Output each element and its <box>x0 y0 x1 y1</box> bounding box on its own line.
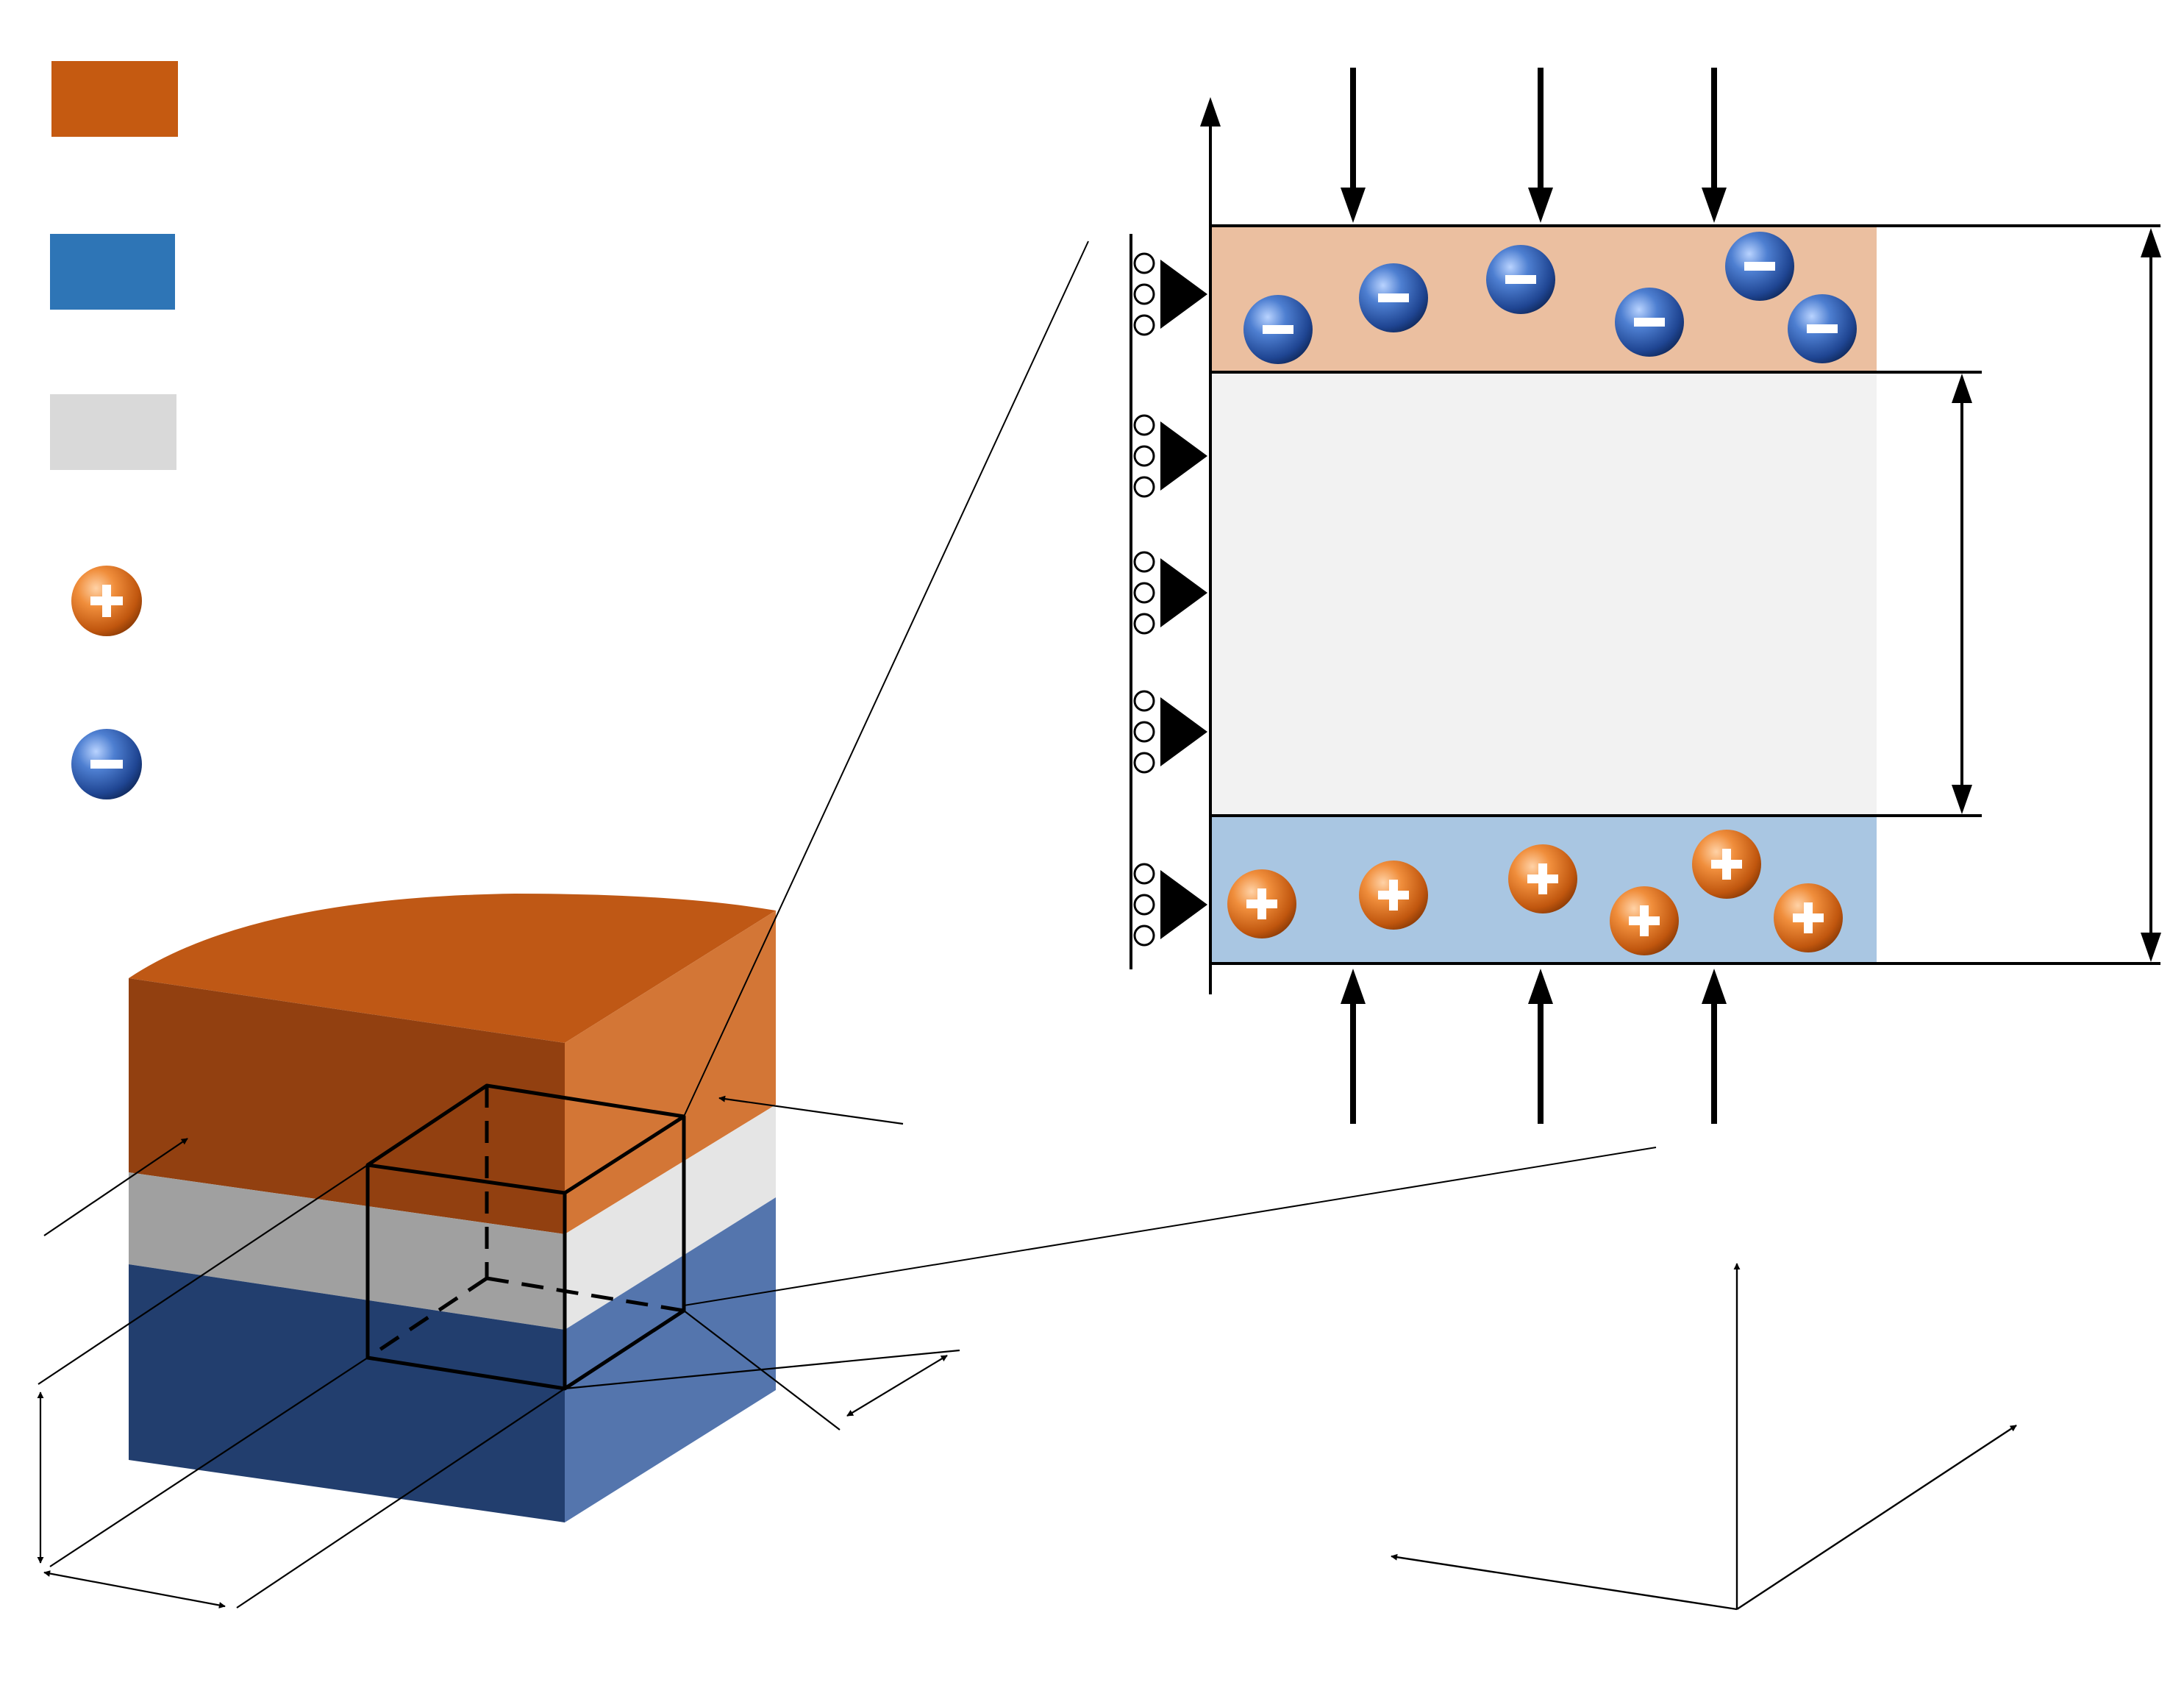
anode-front-face <box>129 1264 565 1522</box>
cathode-side-pointer <box>718 1095 904 1125</box>
cathode-top-face <box>129 894 776 1043</box>
anion-icon <box>1486 245 1555 314</box>
coordinate-triad <box>1391 1263 2017 1611</box>
cation-icon <box>1692 830 1761 899</box>
layered-cell-block <box>37 894 960 1609</box>
roller-support <box>1133 414 1207 498</box>
axis-left <box>1391 1553 1738 1611</box>
cation-icon <box>1508 844 1577 913</box>
compression-arrow-bottom <box>1341 969 1366 1124</box>
compression-arrows <box>1341 68 1727 1124</box>
block-annotations <box>37 1095 960 1609</box>
separator-front-face <box>129 1172 565 1330</box>
cation-icon <box>1610 886 1679 955</box>
zoom-panel <box>1130 68 2161 1124</box>
roller-support <box>1133 690 1207 774</box>
cation-icon <box>1774 883 1843 952</box>
zoom-connectors <box>683 241 1657 1306</box>
cathode-front-face <box>129 978 565 1234</box>
anion-icon <box>1359 263 1428 332</box>
legend-anion-icon <box>71 729 142 799</box>
roller-support <box>1133 551 1207 635</box>
legend-cation-icon <box>71 566 142 636</box>
compression-arrow-bottom <box>1528 969 1553 1124</box>
compression-arrow-bottom <box>1702 969 1727 1124</box>
anode-side-face <box>565 1197 776 1522</box>
compression-arrow-top <box>1528 68 1553 223</box>
legend-swatch-cathode <box>51 61 178 137</box>
roller-support <box>1133 863 1207 947</box>
compression-arrow-top <box>1702 68 1727 223</box>
roller-supports <box>1133 252 1207 947</box>
legend <box>50 61 178 799</box>
anion-icon <box>1615 288 1684 357</box>
cation-icon <box>1227 869 1296 938</box>
cathode-label-pointer <box>43 1138 188 1236</box>
cation-icon <box>1359 861 1428 930</box>
anion-icon <box>1788 294 1857 363</box>
legend-swatch-separator <box>50 394 176 470</box>
depth-dimension-arrow <box>846 1355 948 1417</box>
legend-swatch-anode <box>50 234 175 310</box>
dimension-arrowheads <box>1952 228 2161 962</box>
cathode-side-face <box>565 911 776 1234</box>
width-dimension-arrow <box>43 1570 226 1609</box>
zoom-axis-arrowhead <box>1200 97 1221 127</box>
zoom-ions <box>1227 232 1857 955</box>
compression-arrow-top <box>1341 68 1366 223</box>
separator-side-face <box>565 1105 776 1330</box>
roller-support <box>1133 252 1207 336</box>
anion-icon <box>1243 295 1313 364</box>
anion-icon <box>1725 232 1794 301</box>
axis-right <box>1736 1424 2017 1611</box>
zoom-separator-layer <box>1210 372 1877 816</box>
